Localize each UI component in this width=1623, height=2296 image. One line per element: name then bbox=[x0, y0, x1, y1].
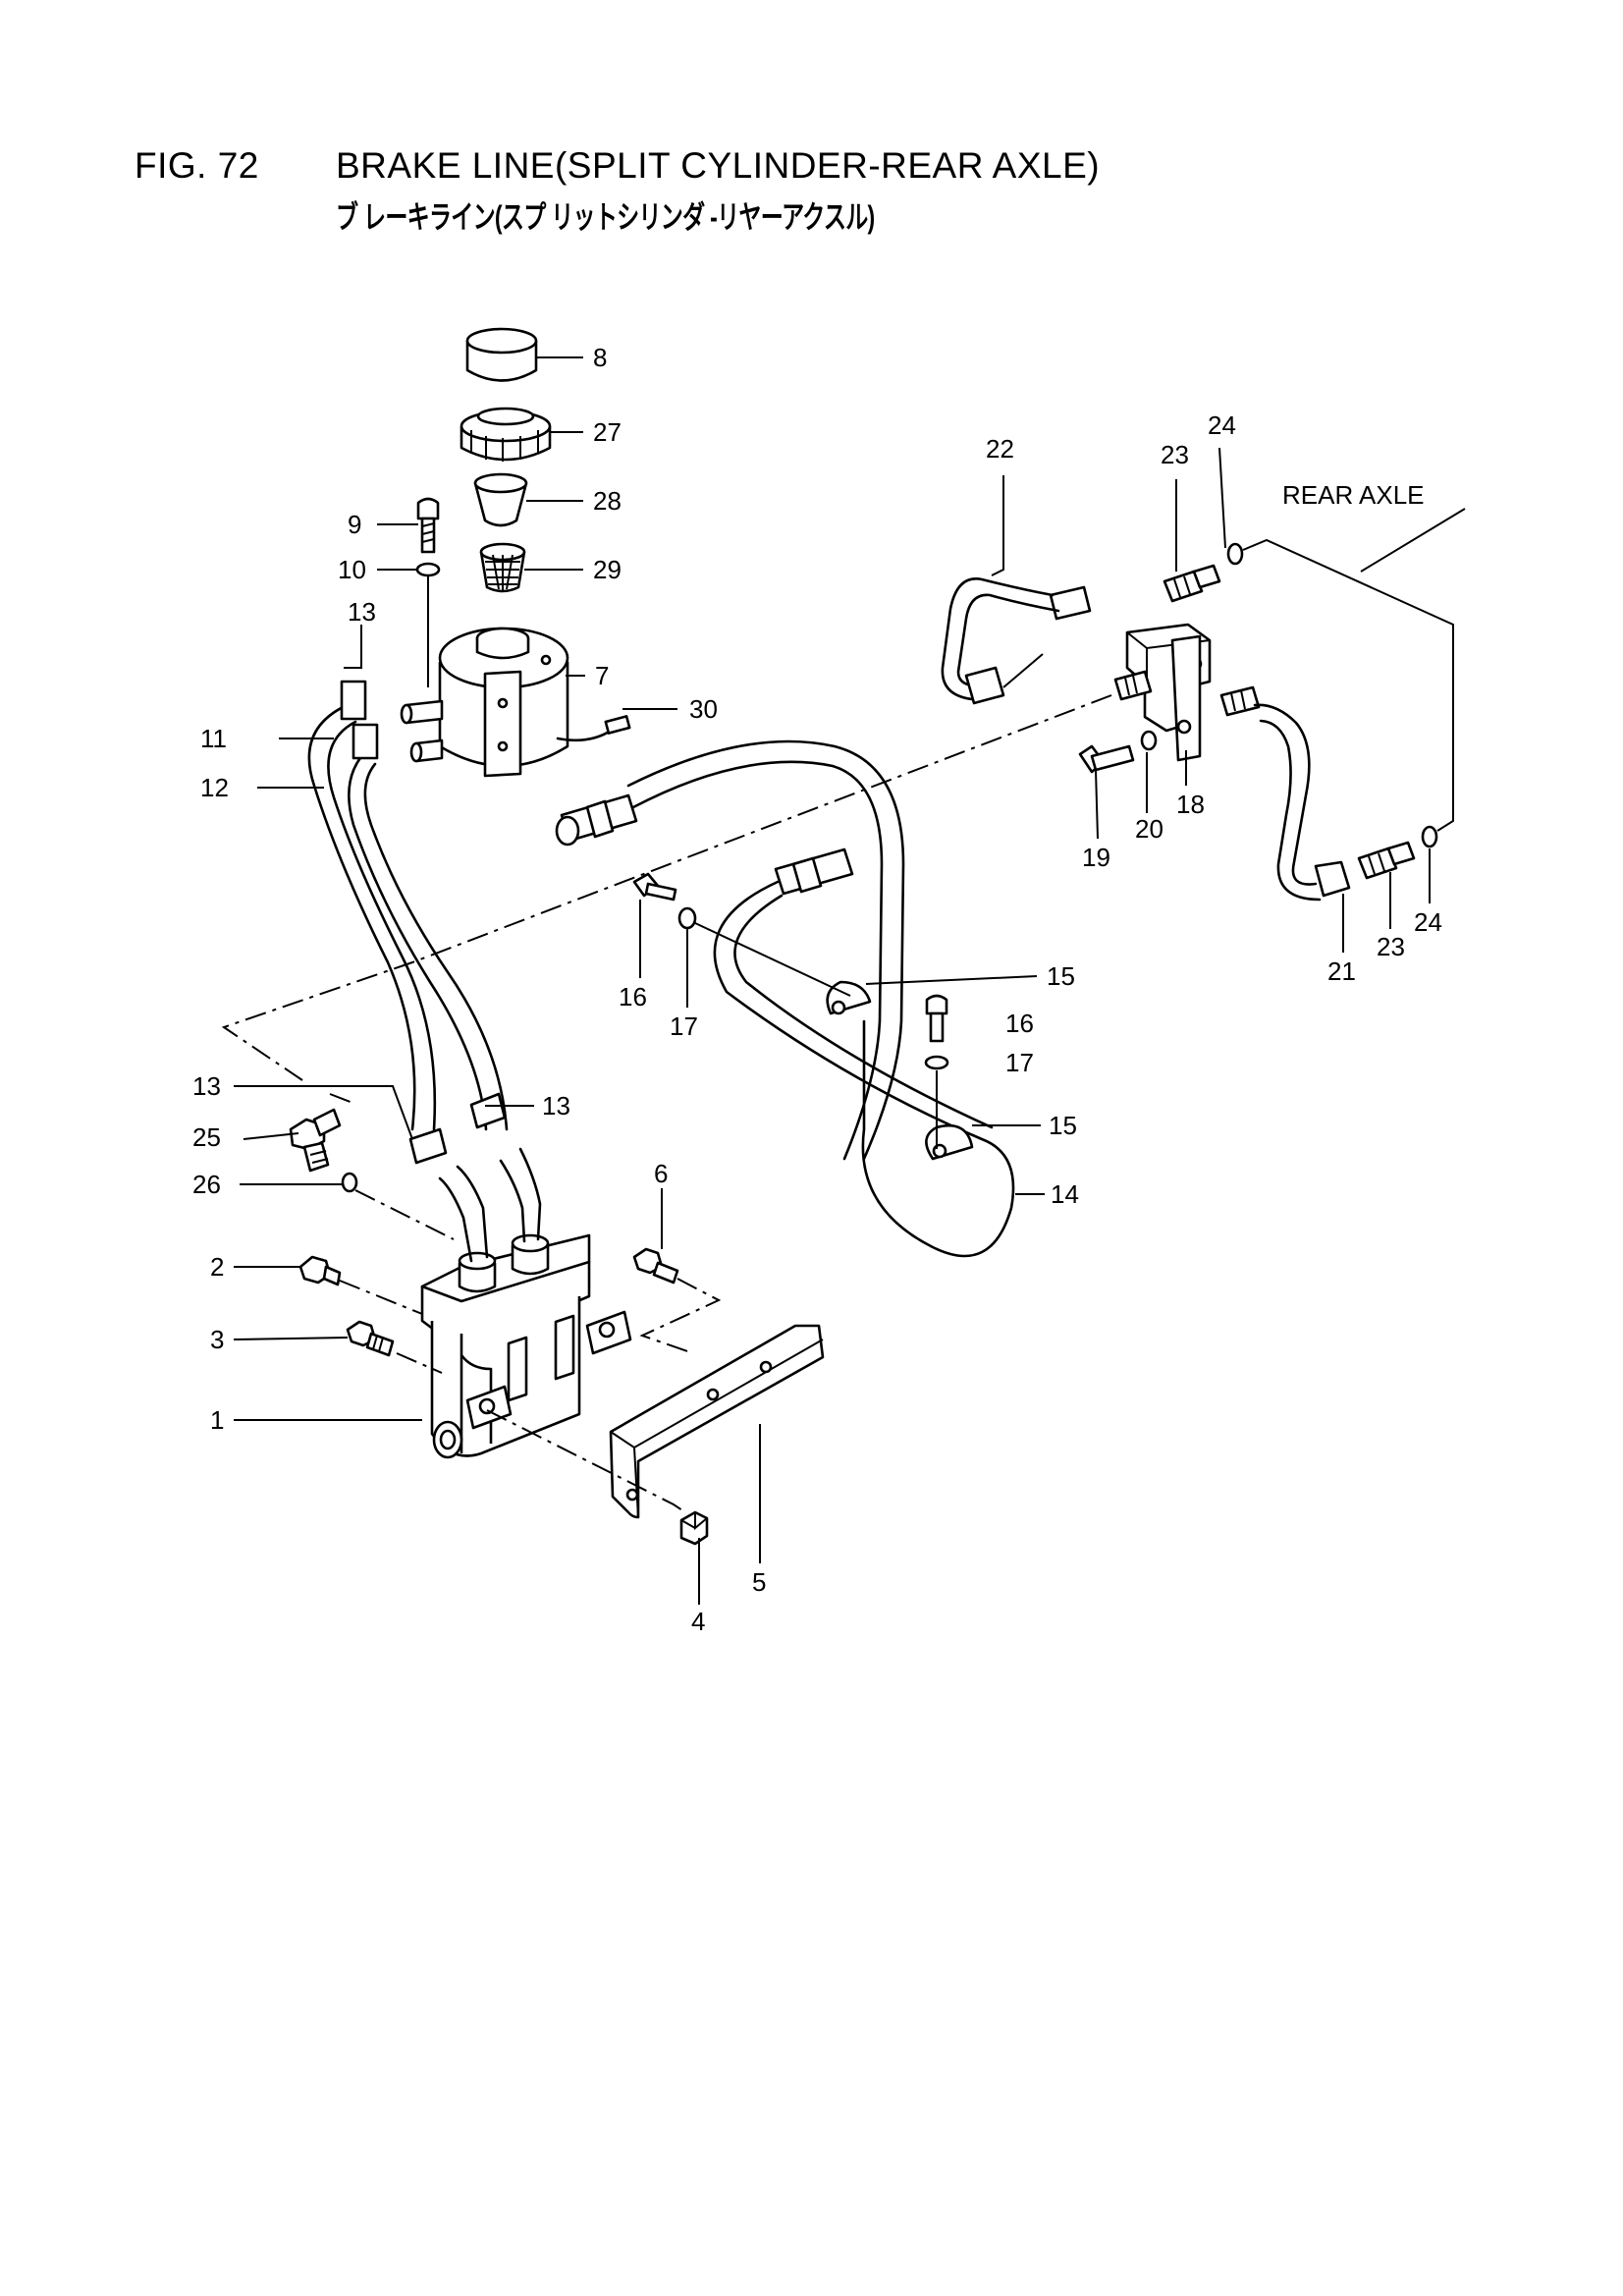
guide-line-elbow bbox=[329, 1093, 356, 1105]
callout-4: 4 bbox=[691, 1607, 705, 1636]
callout-6: 6 bbox=[654, 1159, 668, 1188]
callout-14: 14 bbox=[1051, 1179, 1079, 1209]
reservoir-cap-cover bbox=[465, 327, 538, 382]
rear-pipe-22 bbox=[941, 577, 1092, 705]
split-cylinder bbox=[420, 1147, 632, 1459]
main-brake-hose bbox=[555, 739, 905, 1161]
callout-5: 5 bbox=[752, 1567, 766, 1597]
callout-9: 9 bbox=[348, 510, 361, 539]
reservoir-tank bbox=[400, 627, 631, 778]
clip-bolt-axis-2 bbox=[694, 922, 851, 997]
rear-axle-label: REAR AXLE bbox=[1282, 480, 1425, 510]
rear-axle-leader bbox=[1360, 508, 1466, 573]
figure-number: FIG. 72 bbox=[135, 145, 259, 186]
callout-13-left: 13 bbox=[192, 1071, 221, 1101]
hose-12 bbox=[348, 744, 509, 1131]
callout-22: 22 bbox=[986, 434, 1014, 464]
brake-pipe-14 bbox=[713, 847, 1015, 1258]
callout-25: 25 bbox=[192, 1122, 221, 1152]
elbow-fitting-25 bbox=[289, 1108, 342, 1173]
clip-washer-17b bbox=[924, 1055, 949, 1070]
callout-1: 1 bbox=[210, 1405, 224, 1435]
guide-line-bolt3 bbox=[396, 1352, 443, 1374]
callout-29: 29 bbox=[593, 555, 622, 584]
hose-11 bbox=[307, 701, 437, 1131]
callout-11: 11 bbox=[200, 724, 227, 753]
callout-10: 10 bbox=[338, 555, 366, 584]
callout-17-right: 17 bbox=[1005, 1048, 1034, 1077]
callout-28: 28 bbox=[593, 486, 622, 516]
rear-adapter-23a bbox=[1163, 564, 1221, 603]
callout-21: 21 bbox=[1327, 957, 1356, 986]
clip-washer-17a bbox=[677, 906, 697, 930]
reservoir-bolt bbox=[416, 497, 440, 554]
tee-bracket bbox=[1170, 634, 1202, 762]
rear-axle-bracket bbox=[1242, 538, 1454, 832]
bracket-nut-4 bbox=[679, 1510, 709, 1546]
callout-13-upper: 13 bbox=[348, 597, 376, 627]
callout-7: 7 bbox=[595, 661, 609, 690]
tee-union-right bbox=[1219, 685, 1261, 717]
reservoir-filler-cap bbox=[460, 407, 552, 462]
rear-adapter-23b bbox=[1357, 841, 1416, 880]
callout-12: 12 bbox=[200, 773, 229, 802]
strainer-cup bbox=[473, 472, 528, 527]
figure-title: BRAKE LINE(SPLIT CYLINDER-REAR AXLE) bbox=[336, 145, 1101, 186]
callout-23-upper: 23 bbox=[1161, 440, 1189, 469]
mounting-bracket-5 bbox=[609, 1324, 825, 1519]
strainer-mesh bbox=[479, 542, 526, 593]
callout-2: 2 bbox=[210, 1252, 224, 1282]
callout-16-left: 16 bbox=[619, 982, 647, 1011]
callout-24-upper: 24 bbox=[1208, 410, 1236, 440]
callout-8: 8 bbox=[593, 343, 607, 372]
hose-clamp-lower bbox=[408, 1092, 507, 1165]
callout-26: 26 bbox=[192, 1170, 221, 1199]
guide-line-main bbox=[221, 694, 1112, 1081]
cylinder-bolt-3 bbox=[346, 1320, 395, 1357]
pipe-clip-15a bbox=[826, 980, 872, 1015]
o-ring-24b bbox=[1421, 825, 1438, 848]
callout-17-left: 17 bbox=[670, 1011, 698, 1041]
callout-27: 27 bbox=[593, 417, 622, 447]
rear-pipe-21 bbox=[1253, 703, 1351, 902]
pipe-clip-15b bbox=[925, 1123, 974, 1161]
bracket-bolt-6 bbox=[632, 1247, 679, 1285]
callout-23-lower: 23 bbox=[1377, 932, 1405, 961]
callout-19: 19 bbox=[1082, 843, 1110, 872]
leader-lines bbox=[233, 356, 1431, 1605]
clip-bolt-16b bbox=[925, 994, 948, 1043]
figure-title-japanese: ブ レーキライン(スプ リットシリンダ -リヤーアクスル) bbox=[336, 199, 875, 235]
tee-washer-20 bbox=[1140, 730, 1158, 751]
callout-16-right: 16 bbox=[1005, 1009, 1034, 1038]
callout-3: 3 bbox=[210, 1325, 224, 1354]
reservoir-washer bbox=[415, 562, 441, 577]
callout-15-upper: 15 bbox=[1047, 961, 1075, 991]
o-ring-26 bbox=[341, 1172, 358, 1193]
guide-line-nut4 bbox=[486, 1409, 686, 1513]
o-ring-24a bbox=[1226, 542, 1244, 566]
tee-union-left bbox=[1113, 670, 1153, 701]
callout-20: 20 bbox=[1135, 814, 1163, 844]
guide-line-oring bbox=[354, 1189, 455, 1240]
callout-24-lower: 24 bbox=[1414, 907, 1442, 937]
callout-18: 18 bbox=[1176, 790, 1205, 819]
tee-bolt-19 bbox=[1078, 744, 1135, 774]
callout-30: 30 bbox=[689, 694, 718, 724]
guide-line-bolt6 bbox=[639, 1278, 722, 1354]
cylinder-bolt-2 bbox=[298, 1255, 342, 1286]
callout-13-right: 13 bbox=[542, 1091, 570, 1121]
guide-line-bolt2 bbox=[339, 1280, 423, 1315]
clip-bolt-16a bbox=[632, 872, 677, 902]
callout-15-lower: 15 bbox=[1049, 1111, 1077, 1140]
hose-clamp-upper bbox=[340, 680, 379, 760]
